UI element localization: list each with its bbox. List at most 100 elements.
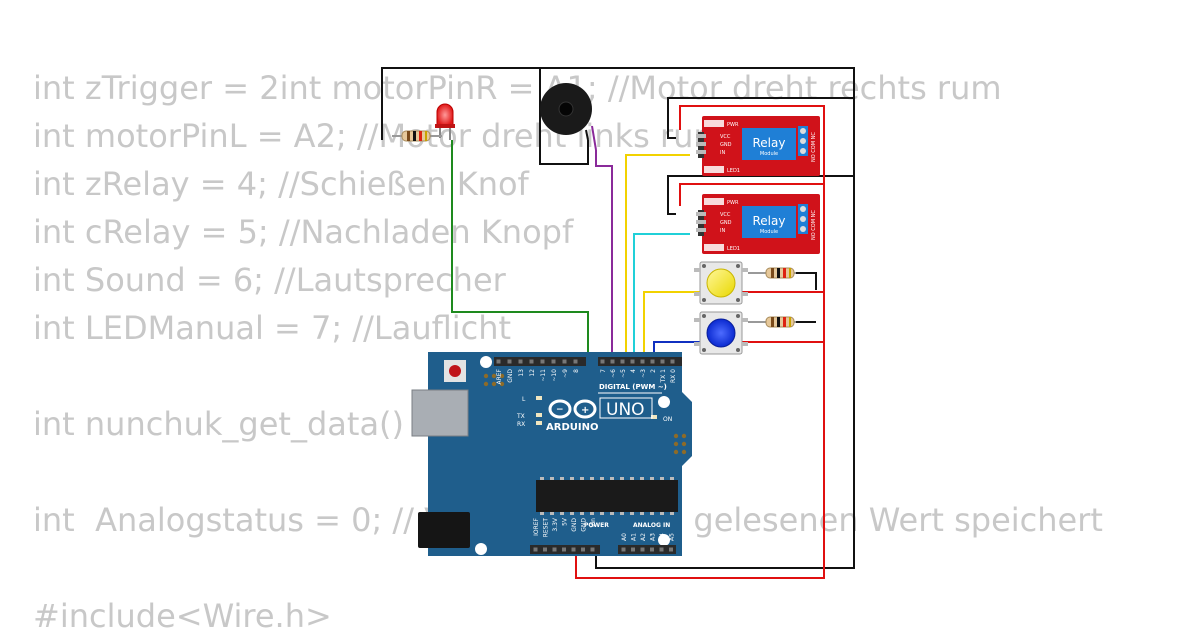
- digital-pin-9[interactable]: [610, 359, 615, 364]
- analog-pin-label-5: A5: [669, 533, 676, 541]
- relay-1-terminals: NO COM NC: [811, 132, 817, 162]
- digital-pin-0[interactable]: [496, 359, 501, 364]
- tx-label: TX: [516, 413, 525, 420]
- relay-1-gnd-label: GND: [720, 142, 732, 148]
- code-line-1: int zTrigger = 2int motorPinR = A1; //Mo…: [33, 69, 1002, 107]
- code-line-4: int cRelay = 5; //Nachladen Knopf: [33, 213, 574, 251]
- digital-header-1: [494, 357, 586, 366]
- relay-2-terminals: NO COM NC: [811, 210, 817, 240]
- model-label: UNO: [606, 400, 645, 420]
- power-pin-label-2: 3.3V: [552, 517, 559, 532]
- digital-pin-5[interactable]: [551, 359, 556, 364]
- analog-pin-1[interactable]: [631, 547, 635, 552]
- usb-port: [411, 389, 469, 437]
- wire-black-buzzer: [539, 68, 589, 165]
- power-pin-0[interactable]: [533, 547, 538, 552]
- arduino-logo-icon: [548, 399, 597, 419]
- relay-2-pwr-label: PWR: [727, 200, 739, 206]
- digital-pin-label-4: ~11: [540, 369, 547, 382]
- microcontroller-chip: [536, 480, 678, 512]
- analog-label: ANALOG IN: [633, 522, 670, 529]
- power-pin-4[interactable]: [571, 547, 576, 552]
- power-pin-3[interactable]: [562, 547, 566, 552]
- digital-pin-6[interactable]: [562, 359, 567, 364]
- relay-1-led-label: LED1: [727, 168, 740, 174]
- relay-1-title: Relay: [753, 136, 786, 150]
- analog-pin-5[interactable]: [669, 547, 673, 552]
- digital-pin-label-15: RX 0: [670, 369, 677, 383]
- rx-label: RX: [517, 421, 525, 428]
- digital-pin-11[interactable]: [630, 359, 635, 364]
- wires: [381, 67, 855, 579]
- digital-pin-label-11: 4: [630, 369, 637, 373]
- pushbutton-yellow[interactable]: [694, 261, 748, 305]
- svg-text:−: −: [556, 405, 564, 415]
- digital-pin-label-2: 13: [518, 369, 525, 377]
- analog-pin-0[interactable]: [621, 547, 626, 552]
- digital-pin-7[interactable]: [573, 359, 578, 364]
- power-pin-6[interactable]: [590, 547, 595, 552]
- digital-pin-label-13: 2: [650, 369, 657, 373]
- analog-pin-label-3: A3: [650, 533, 657, 541]
- relay-2-led-label: LED1: [727, 246, 740, 252]
- wire-black-btn1: [794, 272, 817, 290]
- power-pin-5[interactable]: [581, 547, 585, 552]
- analog-pin-3[interactable]: [650, 547, 654, 552]
- digital-pin-label-5: ~10: [551, 369, 558, 382]
- relay-1-pwr-label: PWR: [727, 122, 739, 128]
- digital-pin-12[interactable]: [640, 359, 645, 364]
- code-line-3: int zRelay = 4; //Schießen Knof: [33, 165, 529, 203]
- power-pin-label-4: GND: [571, 518, 578, 532]
- piezo-buzzer[interactable]: [540, 83, 597, 151]
- digital-pin-label-14: TX 1: [660, 369, 667, 384]
- power-pin-label-0: IOREF: [533, 517, 540, 535]
- power-pin-label-1: RESET: [543, 518, 550, 538]
- relay-2-title: Relay: [753, 214, 786, 228]
- digital-pin-label-6: ~9: [562, 369, 569, 378]
- wire-purple-buzzer: [595, 150, 613, 362]
- wire-cyan-relay2: [633, 233, 690, 362]
- relay-2-vcc-label: VCC: [720, 212, 731, 218]
- wire-yellow-btn: [643, 291, 700, 362]
- power-pin-2[interactable]: [552, 547, 557, 552]
- digital-pin-label-7: 8: [573, 369, 580, 373]
- resistor-btn-1: [748, 267, 796, 279]
- pushbutton-blue[interactable]: [694, 311, 748, 355]
- power-pin-1[interactable]: [543, 547, 547, 552]
- analog-pin-label-1: A1: [631, 533, 638, 541]
- digital-pins: [496, 359, 675, 364]
- code-line-12: #include<Wire.h>: [33, 597, 332, 635]
- analog-pin-label-4: A4: [659, 533, 666, 541]
- led-red[interactable]: [435, 103, 455, 140]
- code-line-2: int motorPinL = A2; //Motor dreht links …: [33, 117, 725, 155]
- analog-pin-4[interactable]: [659, 547, 664, 552]
- wire-red-relay2: [679, 183, 824, 206]
- digital-pin-3[interactable]: [529, 359, 534, 364]
- digital-pin-4[interactable]: [540, 359, 545, 364]
- l-label: L: [522, 396, 526, 403]
- relay-module-2[interactable]: PWR LED1 VCC GND IN Relay Module NO COM …: [696, 194, 820, 254]
- digital-pin-1[interactable]: [507, 359, 512, 364]
- analog-pin-label-2: A2: [640, 533, 647, 541]
- digital-pin-10[interactable]: [620, 359, 625, 364]
- brand-label: ARDUINO: [546, 422, 598, 433]
- power-pin-label-3: 5V: [562, 517, 569, 526]
- digital-pin-2[interactable]: [518, 359, 523, 364]
- analog-pin-2[interactable]: [640, 547, 645, 552]
- analog-header: [618, 545, 676, 554]
- reset-button[interactable]: [449, 365, 461, 377]
- relay-module-1[interactable]: PWR LED1 VCC GND IN Relay Module NO COM …: [696, 116, 820, 176]
- code-line-6: int LEDManual = 7; //Lauflicht: [33, 309, 512, 347]
- svg-text:+: +: [581, 405, 589, 416]
- digital-pin-14[interactable]: [660, 359, 665, 364]
- digital-pin-label-8: 7: [600, 369, 607, 373]
- code-line-8: int nunchuk_get_data(): [33, 405, 405, 443]
- digital-pin-15[interactable]: [670, 359, 675, 364]
- digital-pin-label-9: ~6: [610, 369, 617, 378]
- digital-label: DIGITAL (PWM ~): [599, 383, 667, 391]
- digital-pin-13[interactable]: [650, 359, 655, 364]
- digital-pin-8[interactable]: [600, 359, 605, 364]
- relay-2-in-label: IN: [720, 228, 725, 234]
